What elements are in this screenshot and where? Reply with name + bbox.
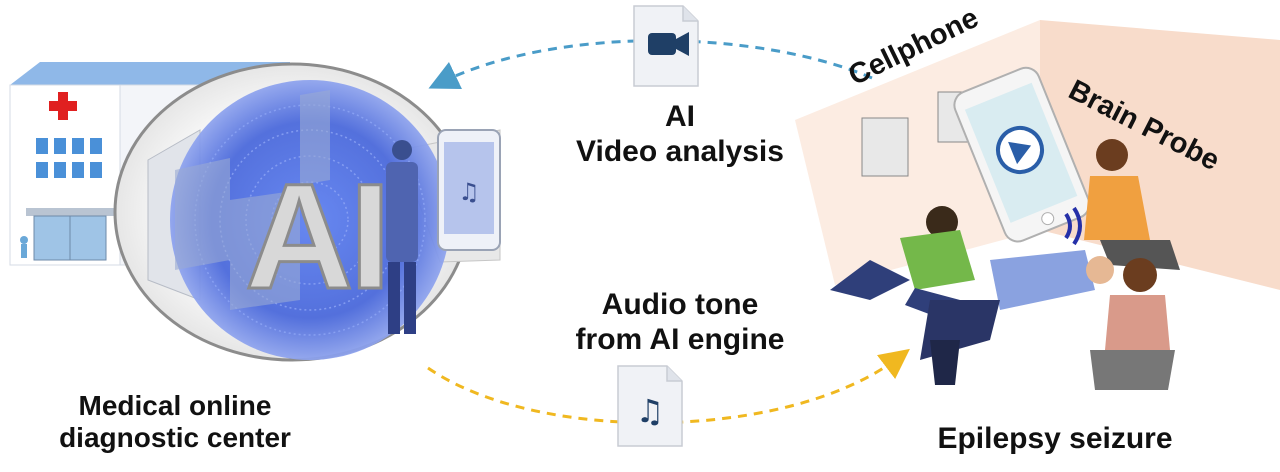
person-lying — [920, 250, 1114, 385]
video-analysis-line1: AI — [665, 100, 695, 133]
sound-wave-icon — [1064, 212, 1072, 240]
audio-tone-line2: from AI engine — [575, 322, 785, 356]
ai-big-label: AI — [244, 151, 393, 322]
person-orange — [1084, 139, 1180, 270]
audio-tone-label: Audio tone from AI engine — [540, 288, 820, 357]
office-panels — [175, 90, 330, 310]
center-line2: diagnostic center — [59, 422, 291, 454]
center-line1: Medical online — [78, 390, 272, 421]
video-analysis-line2: Video analysis — [576, 134, 784, 168]
video-arrow — [428, 39, 873, 89]
person-pink — [1090, 258, 1175, 390]
diagnostic-center-label: Medical online diagnostic center — [20, 390, 330, 454]
audio-file-icon: ♫ — [617, 365, 683, 447]
wall-window-left — [861, 117, 909, 177]
ai-engine-oval: ♫ — [113, 62, 501, 362]
video-analysis-label: AI Video analysis — [570, 100, 790, 169]
music-note-icon: ♫ — [458, 178, 480, 206]
medical-cross-icon — [49, 92, 77, 120]
seizure-people — [830, 139, 1180, 390]
audio-tone-line1: Audio tone — [601, 288, 759, 321]
video-file-icon — [633, 5, 699, 87]
cellphone-device — [953, 66, 1091, 246]
doctor-figure — [386, 140, 418, 334]
epilepsy-seizure-label: Epilepsy seizure — [937, 422, 1173, 455]
video-camera-icon — [648, 32, 689, 56]
play-icon — [1008, 141, 1032, 165]
music-note-icon: ♫ — [636, 392, 665, 430]
hospital-windows — [36, 138, 102, 178]
phone-in-oval: ♫ — [437, 129, 501, 251]
